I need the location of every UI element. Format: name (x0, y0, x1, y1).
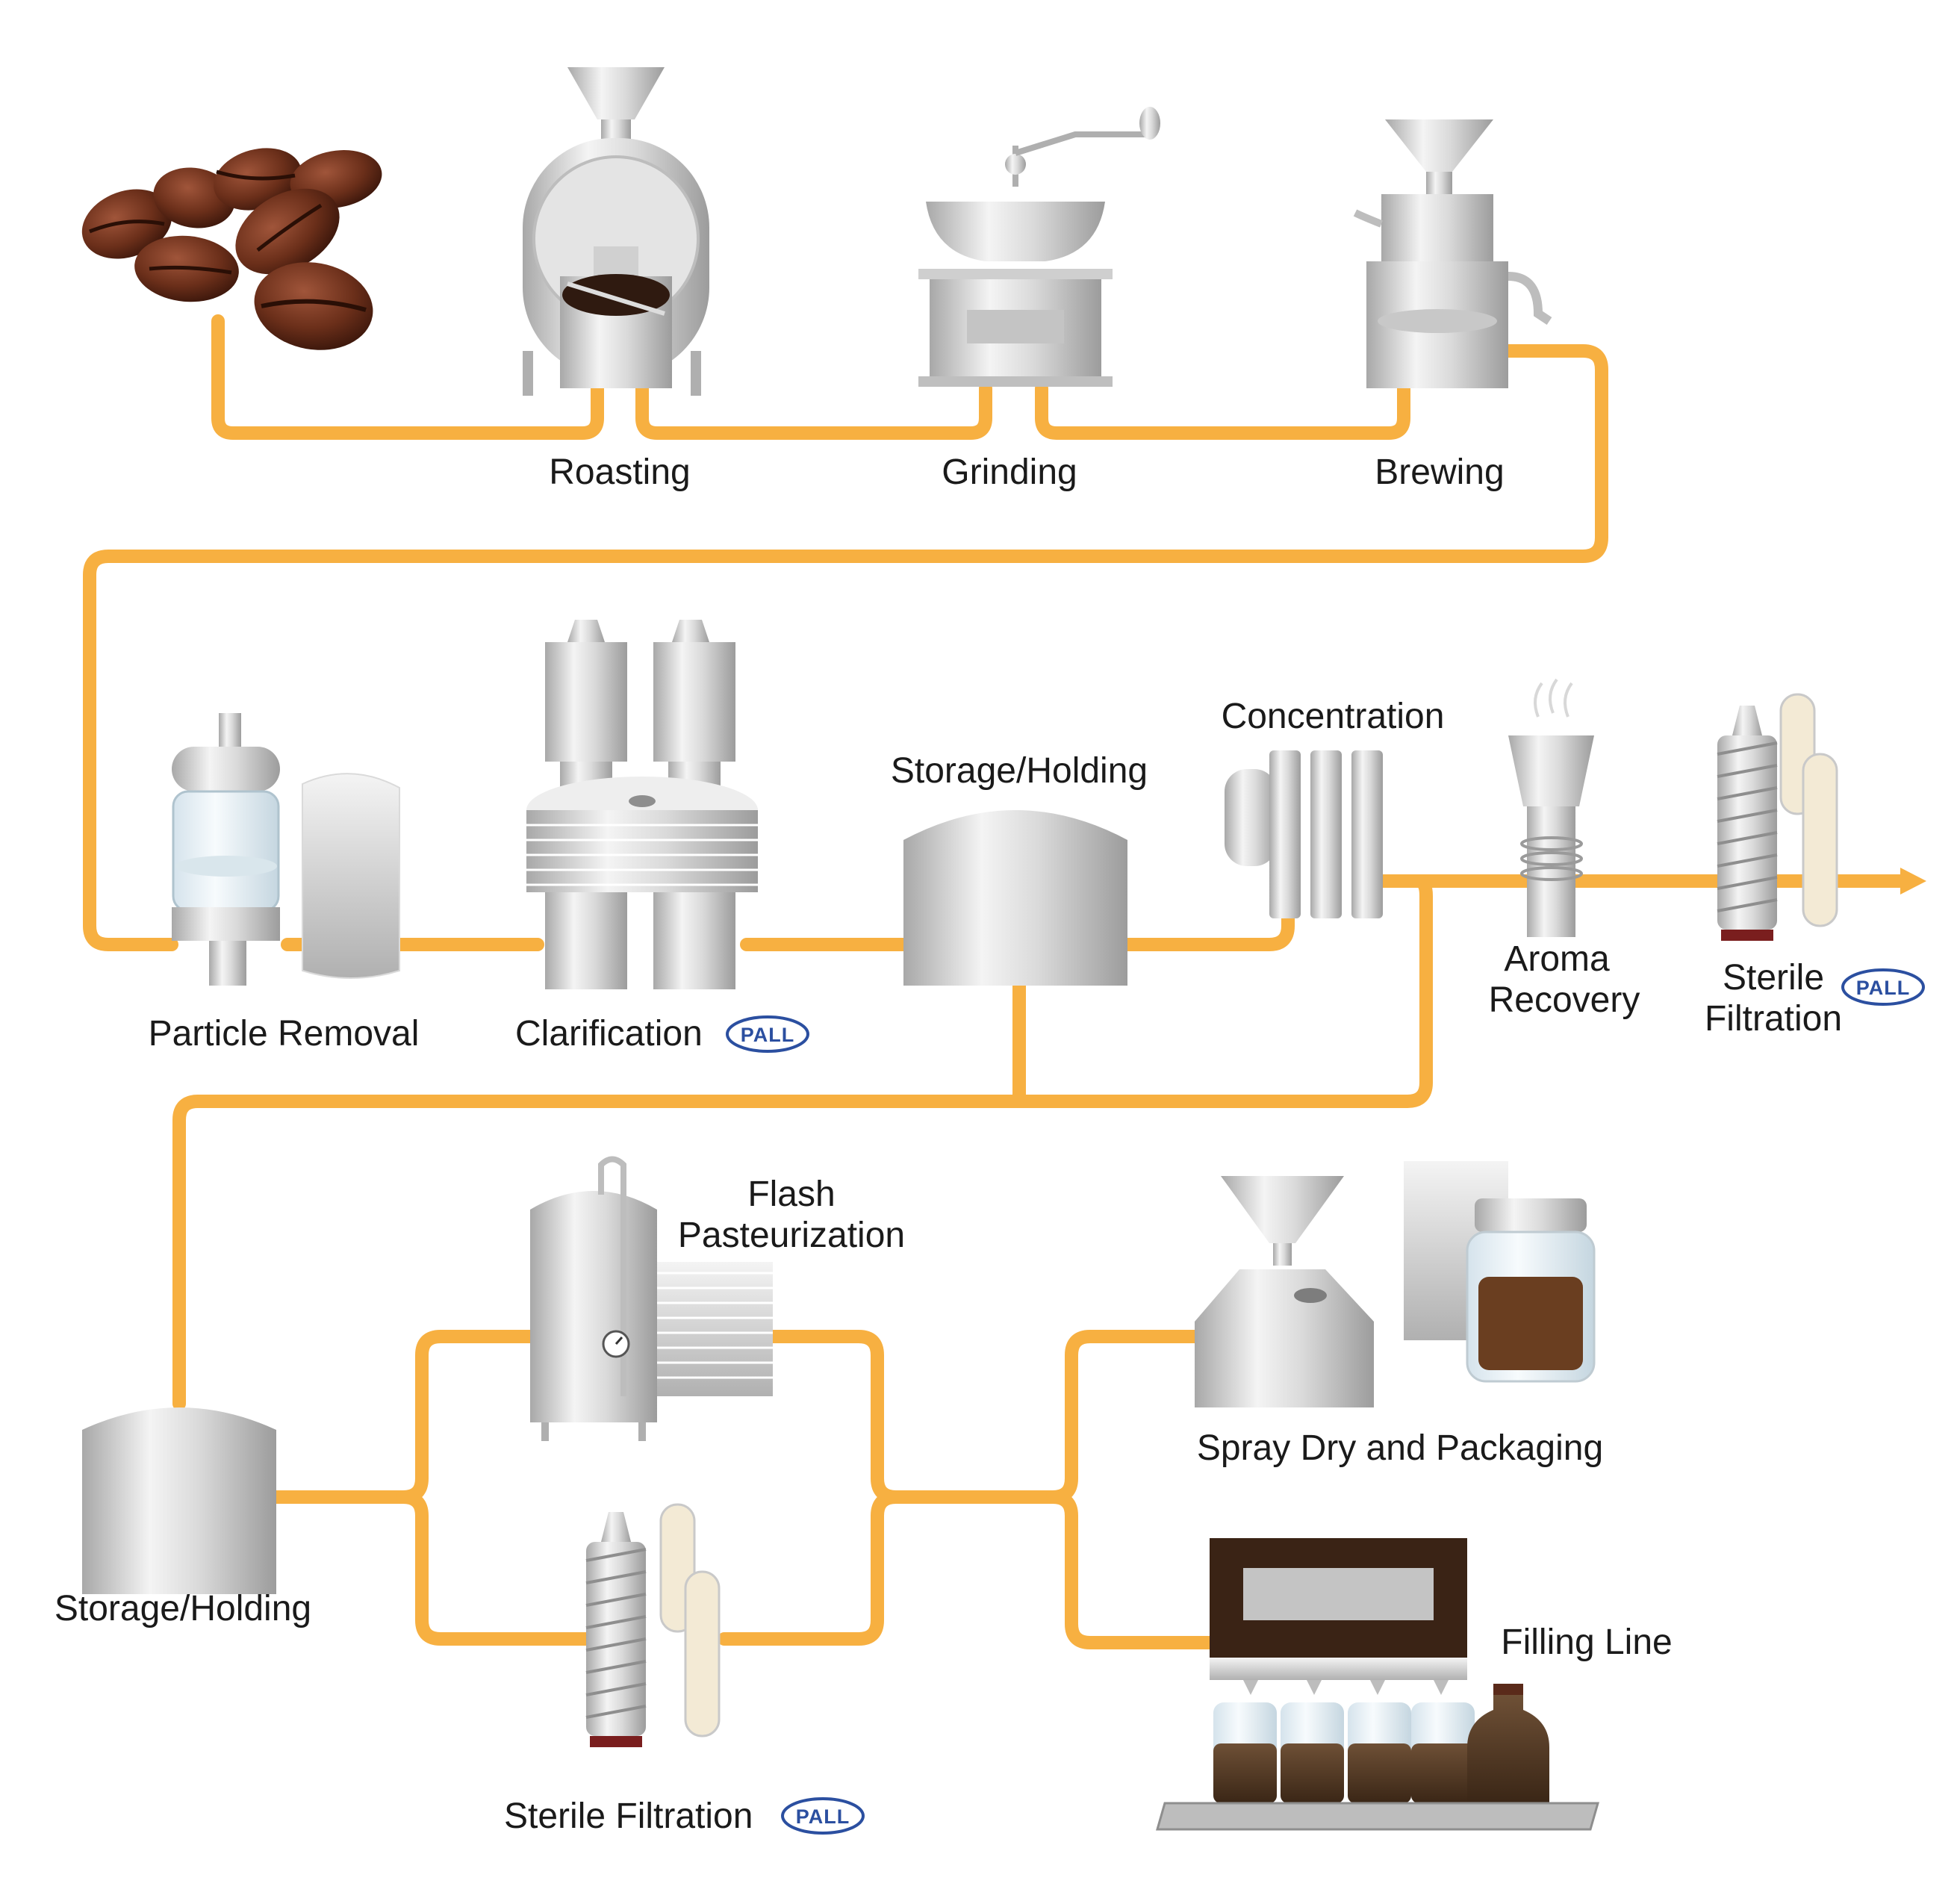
label-spray-dry: Spray Dry and Packaging (1197, 1428, 1603, 1468)
label-sterile-top: Sterile (1723, 958, 1824, 998)
label-clarification: Clarification (515, 1014, 703, 1054)
label-roasting: Roasting (549, 452, 690, 492)
coffee-jar-icon (1466, 1198, 1596, 1383)
labels: Roasting Grinding Brewing Particle Remov… (55, 452, 1842, 1836)
pipe-to-spraydry (1046, 1330, 1201, 1504)
pall-logo-text: PALL (796, 1805, 850, 1828)
storage-tank-icon (82, 1407, 276, 1594)
label-filling-line: Filling Line (1501, 1623, 1672, 1662)
label-flash: Flash (747, 1175, 835, 1214)
storage-tank-icon (903, 810, 1127, 986)
clarifier-centrifuge-icon (526, 620, 758, 989)
pipe-brewer-to-row2 (83, 344, 1608, 951)
pipe-storage-to-concentration (1121, 908, 1295, 951)
label-aroma: Aroma (1504, 939, 1610, 979)
pipe-to-filling (1046, 1490, 1216, 1649)
pipe-concentration-down (172, 874, 1433, 1410)
filling-machine-icon (1210, 1538, 1467, 1695)
label-grinding: Grinding (942, 452, 1077, 492)
conveyor-icon (1156, 1802, 1599, 1831)
label-storage-holding-bottom: Storage/Holding (55, 1589, 311, 1628)
pipe-lower-filter-out (718, 1490, 903, 1646)
pipe-split-upper (396, 1330, 537, 1504)
bottle-icon (1213, 1684, 1549, 1803)
filter-cartridge-icon (585, 1503, 721, 1747)
brewer-icon (1353, 119, 1552, 388)
pipe-roaster-to-grinder (635, 382, 992, 440)
pipe-upper-out (766, 1330, 1060, 1504)
label-concentration: Concentration (1222, 697, 1445, 736)
label-recovery: Recovery (1489, 980, 1640, 1020)
roaster-icon (523, 67, 709, 396)
label-filtration-top: Filtration (1705, 999, 1842, 1039)
aroma-recovery-icon (1508, 678, 1594, 937)
pasteurizer-icon (530, 1156, 773, 1441)
output-arrow-icon (1900, 868, 1926, 895)
coffee-beans-icon (81, 148, 382, 350)
label-storage-holding-top: Storage/Holding (891, 751, 1148, 791)
pall-logo: PALL (726, 1015, 809, 1053)
label-brewing: Brewing (1375, 452, 1504, 492)
pall-logo-text: PALL (1856, 977, 1911, 999)
label-pasteurization: Pasteurization (678, 1216, 905, 1255)
process-pipes (83, 314, 1911, 1649)
filter-cartridge-icon (1717, 693, 1838, 941)
particle-filter-icon (172, 713, 400, 986)
pipe-grinder-to-brewer (1035, 382, 1410, 440)
label-sterile-filtration-bottom: Sterile Filtration (504, 1796, 753, 1836)
pipe-split-lower (396, 1490, 597, 1646)
label-particle-removal: Particle Removal (149, 1014, 420, 1054)
concentration-column-icon (1225, 750, 1383, 918)
pipe-beans-to-roaster (211, 314, 604, 440)
grinder-icon (918, 107, 1160, 387)
pall-logo: PALL (781, 1797, 865, 1835)
pall-logo-text: PALL (741, 1024, 795, 1046)
pall-logo: PALL (1841, 968, 1925, 1006)
spray-dryer-icon (1195, 1176, 1374, 1407)
